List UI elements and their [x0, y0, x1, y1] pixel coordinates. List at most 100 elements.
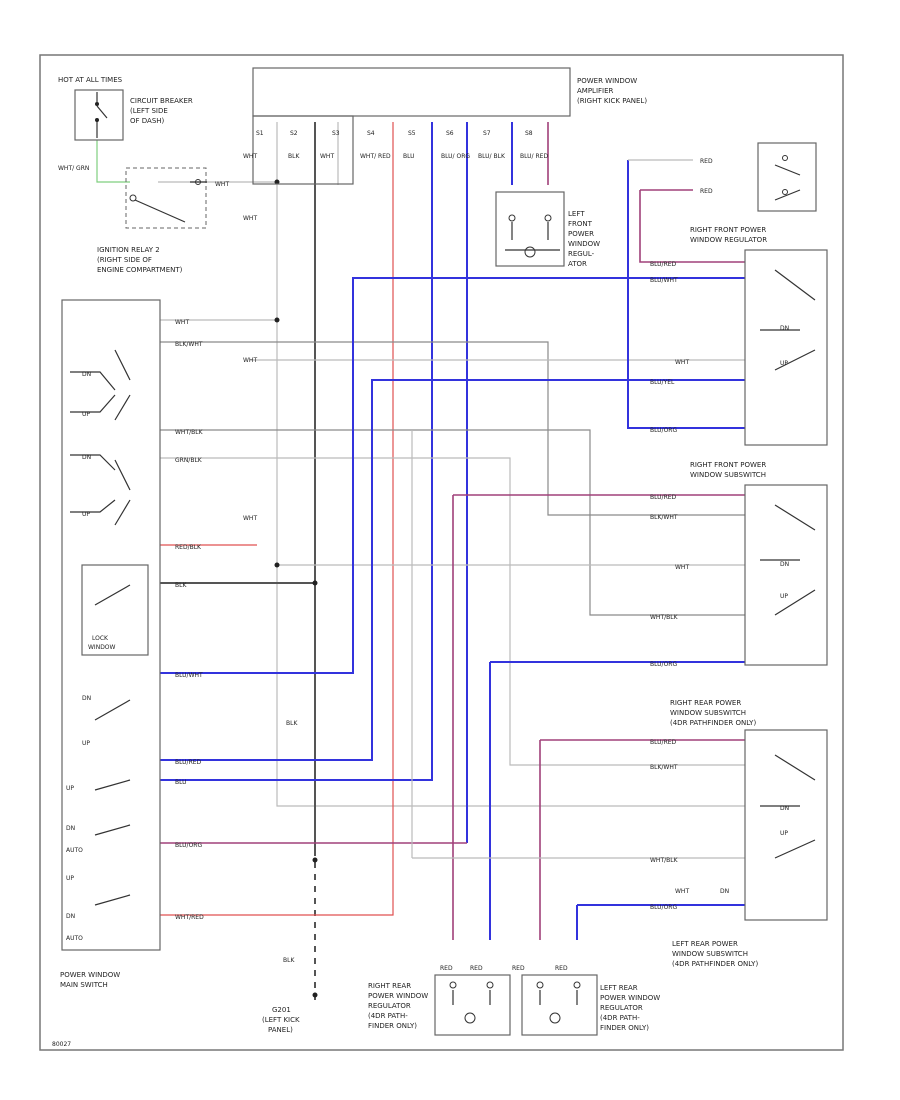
amp-pin: S3	[332, 130, 340, 137]
main-dn: DN	[66, 913, 75, 920]
diagram-id: 80027	[52, 1041, 71, 1048]
lr-sub-label-3: (4DR PATHFINDER ONLY)	[672, 960, 758, 968]
lf-motor-label: LEFT	[568, 210, 585, 218]
relay-wht-label: WHT	[243, 215, 257, 222]
breaker-label-2: (LEFT SIDE	[130, 107, 168, 115]
blk-label: BLK	[286, 720, 298, 727]
lr-reg-label: (4DR PATH-	[600, 1014, 640, 1022]
rr-sub-label-2: WINDOW SUBSWITCH	[670, 709, 746, 717]
amp-pin: S6	[446, 130, 454, 137]
relay-wire-label: WHT	[215, 181, 229, 188]
lr-reg-label: FINDER ONLY)	[600, 1024, 649, 1032]
rr-sub-label-3: (4DR PATHFINDER ONLY)	[670, 719, 756, 727]
rr-reg-label: POWER WINDOW	[368, 992, 428, 1000]
main-pin-wire: WHT/RED	[175, 914, 204, 921]
window-label: WINDOW	[88, 644, 116, 651]
main-auto: AUTO	[66, 847, 83, 854]
lf-motor-label: ATOR	[568, 260, 587, 268]
main-pin-wire: WHT/BLK	[175, 429, 204, 436]
amp-wire-color: BLU/ BLK	[478, 153, 506, 160]
rr-sub-dn: DN	[780, 805, 789, 812]
main-pin-wire: GRN/BLK	[175, 457, 203, 464]
diagram-frame	[39, 54, 844, 1051]
amplifier-label-3: (RIGHT KICK PANEL)	[577, 97, 647, 105]
main-dn: DN	[82, 695, 91, 702]
rf-sub-wire: BLU/RED	[650, 494, 677, 501]
amp-wire-color: WHT	[243, 153, 257, 160]
rr-sub-label-1: RIGHT REAR POWER	[670, 699, 741, 707]
circuit-breaker: HOT AT ALL TIMES CIRCUIT BREAKER (LEFT S…	[58, 76, 193, 172]
ignition-relay: WHT WHT IGNITION RELAY 2 (RIGHT SIDE OF …	[97, 167, 257, 274]
hot-at-all-times-label: HOT AT ALL TIMES	[58, 76, 123, 84]
lf-motor-label: POWER	[568, 230, 594, 238]
main-switch-label-2: MAIN SWITCH	[60, 981, 108, 989]
amp-wire-color: WHT/ RED	[360, 153, 391, 160]
rr-reg-label: FINDER ONLY)	[368, 1022, 417, 1030]
rf-sub-wire: BLU/ORG	[650, 661, 677, 668]
lr-reg-red: RED	[512, 965, 525, 972]
ground-g201: G201 (LEFT KICK PANEL)	[262, 1006, 300, 1034]
right-front-subswitch: RIGHT FRONT POWER WINDOW SUBSWITCH DN UP…	[650, 461, 828, 668]
right-rear-subswitch: RIGHT REAR POWER WINDOW SUBSWITCH (4DR P…	[650, 699, 828, 921]
ground-label-3: PANEL)	[268, 1026, 293, 1034]
rf-sub-dn: DN	[780, 561, 789, 568]
wires	[96, 122, 745, 1000]
rf-reg-wire: BLU/ORG	[650, 427, 677, 434]
main-switch-pin-wires: WHT BLK/WHT WHT/BLK GRN/BLK RED/BLK BLK …	[175, 319, 204, 921]
left-front-window-regulator: LEFT FRONT POWER WINDOW REGUL- ATOR	[495, 191, 600, 268]
rr-sub-wire: WHT	[675, 888, 689, 895]
main-dn: DN	[66, 825, 75, 832]
rf-sub-wire: BLK/WHT	[650, 514, 678, 521]
rr-reg-label: REGULATOR	[368, 1002, 411, 1010]
lf-motor-label: REGUL-	[568, 250, 595, 258]
lr-sub-label-1: LEFT REAR POWER	[672, 940, 738, 948]
rf-sub-wire: WHT/BLK	[650, 614, 679, 621]
amp-wire-color-labels: WHT BLK WHT WHT/ RED BLU BLU/ ORG BLU/ B…	[243, 153, 548, 160]
amplifier-label-1: POWER WINDOW	[577, 77, 637, 85]
rr-sub-wire: BLU/RED	[650, 739, 677, 746]
relay-label-1: IGNITION RELAY 2	[97, 246, 160, 254]
amp-pin: S2	[290, 130, 298, 137]
rf-reg-red-2: RED	[700, 188, 713, 195]
right-front-window-regulator: RED RED RIGHT FRONT POWER WINDOW REGULAT…	[650, 142, 828, 446]
power-window-main-switch: DN UP DN UP LOCK WINDOW DN UP UP DN AUTO…	[60, 299, 204, 989]
lr-reg-label: LEFT REAR	[600, 984, 638, 992]
lr-reg-red: RED	[555, 965, 568, 972]
right-rear-window-regulator: RED RED RIGHT REAR POWER WINDOW REGULATO…	[368, 965, 511, 1036]
junction-dots	[274, 179, 318, 998]
left-rear-subswitch: LEFT REAR POWER WINDOW SUBSWITCH (4DR PA…	[672, 940, 758, 968]
rf-reg-label-1: RIGHT FRONT POWER	[690, 226, 766, 234]
main-dn: DN	[82, 454, 91, 461]
ground-label-2: (LEFT KICK	[262, 1016, 300, 1024]
main-up: UP	[82, 511, 90, 518]
main-auto: AUTO	[66, 935, 83, 942]
main-up: UP	[66, 785, 74, 792]
main-pin-wire: WHT	[175, 319, 189, 326]
rr-reg-label: (4DR PATH-	[368, 1012, 408, 1020]
lock-label: LOCK	[92, 635, 109, 642]
rf-reg-dn: DN	[780, 325, 789, 332]
ground-label-1: G201	[272, 1006, 291, 1014]
relay-label-3: ENGINE COMPARTMENT)	[97, 266, 183, 274]
rr-reg-red: RED	[440, 965, 453, 972]
left-rear-window-regulator: RED RED LEFT REAR POWER WINDOW REGULATOR…	[512, 965, 660, 1036]
main-switch-label-1: POWER WINDOW	[60, 971, 120, 979]
breaker-wire-label: WHT/ GRN	[58, 165, 89, 172]
rf-reg-wire: BLU/RED	[650, 261, 677, 268]
lr-reg-label: REGULATOR	[600, 1004, 643, 1012]
rf-sub-up: UP	[780, 593, 788, 600]
main-pin-wire: BLU	[175, 779, 187, 786]
rf-reg-wire: BLU/YEL	[650, 379, 675, 386]
rr-sub-wire: WHT/BLK	[650, 857, 679, 864]
rr-reg-red: RED	[470, 965, 483, 972]
rf-reg-wire: BLU/WHT	[650, 277, 678, 284]
lf-motor-label: FRONT	[568, 220, 593, 228]
amp-pin: S1	[256, 130, 264, 137]
amp-pin: S5	[408, 130, 416, 137]
amp-pin: S4	[367, 130, 375, 137]
lf-motor-label: WINDOW	[568, 240, 600, 248]
main-pin-wire: BLU/ORG	[175, 842, 202, 849]
main-up: UP	[82, 740, 90, 747]
amp-pin: S8	[525, 130, 533, 137]
